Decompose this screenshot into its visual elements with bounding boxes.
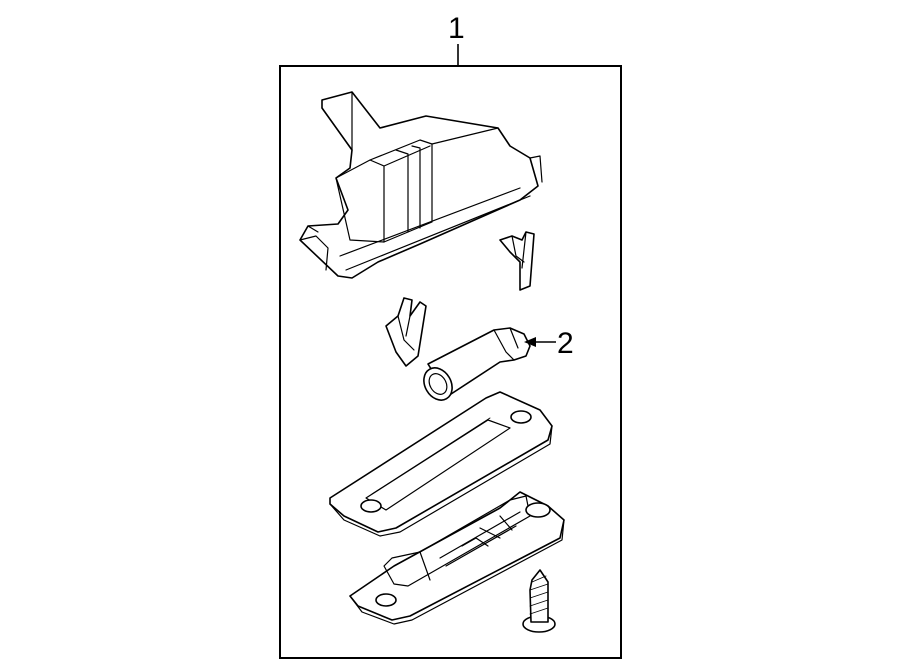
callout-2-label: 2 <box>557 327 574 360</box>
callout-2: 2 <box>524 327 574 360</box>
spring-clip-left <box>385 297 427 367</box>
bulb <box>423 327 531 401</box>
lamp-lens <box>329 391 553 537</box>
lamp-base <box>349 491 565 625</box>
assembly-frame <box>279 65 622 659</box>
callout-2-arrowhead <box>524 337 536 347</box>
callout-1-label: 1 <box>448 12 465 45</box>
spring-clip-right <box>499 231 535 291</box>
mounting-screw <box>522 569 556 633</box>
lamp-housing <box>299 91 543 279</box>
